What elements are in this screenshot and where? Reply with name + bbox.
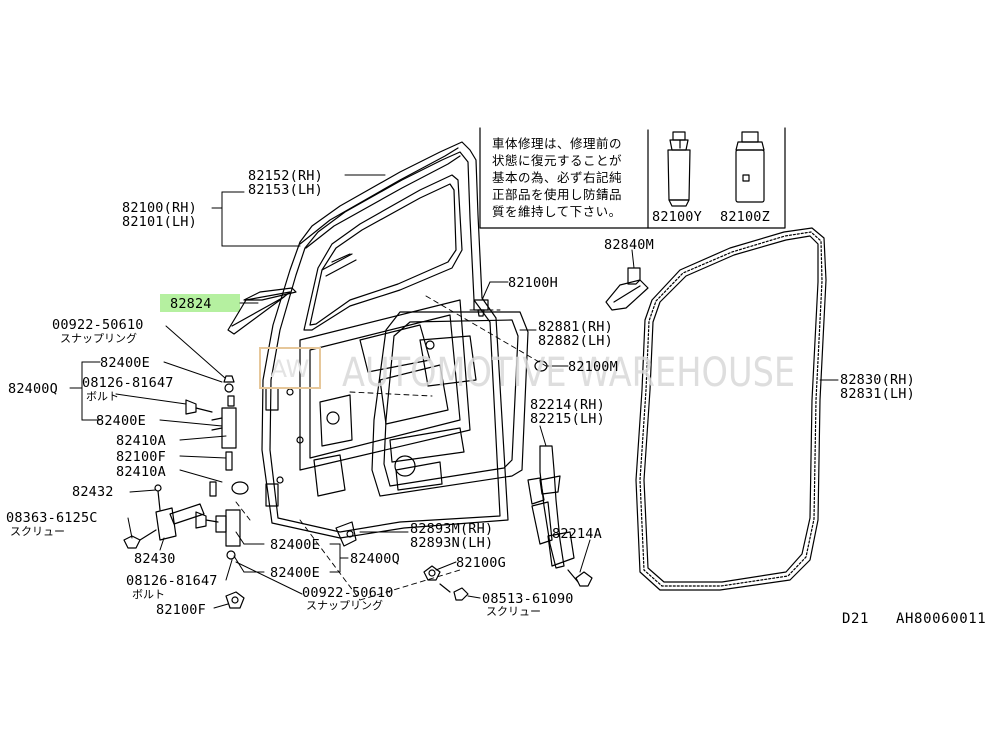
touch-up-tube-icon <box>667 131 691 207</box>
spray-can-icon <box>735 131 765 203</box>
label-snap-ring-lower: スナップリング <box>306 599 383 612</box>
label-08126-upper[interactable]: 08126-81647 <box>82 375 174 391</box>
label-82101[interactable]: 82101(LH) <box>122 214 197 230</box>
label-82400e-1[interactable]: 82400E <box>100 355 150 371</box>
pin-82100f <box>209 451 249 497</box>
label-00922-lower[interactable]: 00922-50610 <box>302 585 394 601</box>
label-82432[interactable]: 82432 <box>72 484 114 500</box>
label-82882[interactable]: 82882(LH) <box>538 333 613 349</box>
svg-text:AW: AW <box>271 355 310 383</box>
watermark-text: AUTOMOTIVE WAREHOUSE <box>342 350 796 396</box>
label-82400e-4[interactable]: 82400E <box>270 565 320 581</box>
label-screw-right: スクリュー <box>486 605 541 618</box>
bolt-upper <box>185 399 213 415</box>
leader-lines <box>69 174 839 609</box>
label-82100f-upper[interactable]: 82100F <box>116 449 166 465</box>
model-code: D21 <box>842 611 870 627</box>
diagram-code: AH80060011 <box>896 611 987 627</box>
label-82881[interactable]: 82881(RH) <box>538 319 613 335</box>
watermark-logo-icon: AW <box>259 347 321 389</box>
label-82400q-left[interactable]: 82400Q <box>8 381 58 397</box>
label-82400e-2[interactable]: 82400E <box>96 413 146 429</box>
label-82830[interactable]: 82830(RH) <box>840 372 915 388</box>
label-82100h[interactable]: 82100H <box>508 275 558 291</box>
label-82100[interactable]: 82100(RH) <box>122 200 197 216</box>
screw-82214a <box>567 569 593 587</box>
label-82152[interactable]: 82152(RH) <box>248 168 323 184</box>
notice-line-5: 質を維持して下さい。 <box>492 204 622 219</box>
label-bolt-upper: ボルト <box>86 390 119 403</box>
label-82410a-1[interactable]: 82410A <box>116 433 166 449</box>
window-strip-82824 <box>227 287 297 335</box>
label-82100g[interactable]: 82100G <box>456 555 506 571</box>
plug-82100m <box>534 360 548 372</box>
label-snap-ring-upper: スナップリング <box>60 332 137 345</box>
label-82831[interactable]: 82831(LH) <box>840 386 915 402</box>
label-82100m[interactable]: 82100M <box>568 359 618 375</box>
label-82400e-3[interactable]: 82400E <box>270 537 320 553</box>
label-82214[interactable]: 82214(RH) <box>530 397 605 413</box>
label-82410a-2[interactable]: 82410A <box>116 464 166 480</box>
label-82893n[interactable]: 82893N(LH) <box>410 535 494 551</box>
door-shell <box>261 141 509 539</box>
fastener-82100g <box>423 565 441 581</box>
label-screw-left: スクリュー <box>10 525 65 538</box>
label-82824[interactable]: 82824 <box>170 296 212 312</box>
notice-line-1: 車体修理は、修理前の <box>492 136 623 151</box>
label-82893m[interactable]: 82893M(RH) <box>410 521 494 537</box>
screw-08513 <box>439 583 469 601</box>
label-82100y[interactable]: 82100Y <box>652 209 702 225</box>
nut-82100f <box>225 591 245 609</box>
notice-box <box>479 127 786 229</box>
notice-line-2: 状態に復元することが <box>492 153 623 168</box>
door-trim-panel <box>371 311 529 497</box>
label-82430[interactable]: 82430 <box>134 551 176 567</box>
repair-notice: 車体修理は、修理前の 状態に復元することが 基本の為、必ず右記純 正部品を使用し… <box>492 135 650 220</box>
label-82215[interactable]: 82215(LH) <box>530 411 605 427</box>
clip-82100h <box>473 299 489 317</box>
label-00922-upper[interactable]: 00922-50610 <box>52 317 144 333</box>
label-82100z[interactable]: 82100Z <box>720 209 770 225</box>
label-82153[interactable]: 82153(LH) <box>248 182 323 198</box>
weatherstrip <box>635 227 827 591</box>
label-82214a[interactable]: 82214A <box>552 526 602 542</box>
label-82100f-lower[interactable]: 82100F <box>156 602 206 618</box>
label-82400q-right[interactable]: 82400Q <box>350 551 400 567</box>
division-channel <box>527 445 575 569</box>
highlight-82824 <box>160 294 240 312</box>
bolt-lower <box>195 511 219 529</box>
label-bolt-lower: ボルト <box>132 588 165 601</box>
label-08513[interactable]: 08513-61090 <box>482 591 574 607</box>
label-82840m[interactable]: 82840M <box>604 237 654 253</box>
door-check <box>123 484 205 549</box>
notice-line-3: 基本の為、必ず右記純 <box>492 170 623 185</box>
label-08126-lower[interactable]: 08126-81647 <box>126 573 218 589</box>
clip-82893m <box>335 521 357 547</box>
clip-82840m <box>605 267 649 311</box>
notice-line-4: 正部品を使用し防錆品 <box>492 187 623 202</box>
label-08363[interactable]: 08363-6125C <box>6 510 98 526</box>
lower-hinge <box>215 509 241 560</box>
